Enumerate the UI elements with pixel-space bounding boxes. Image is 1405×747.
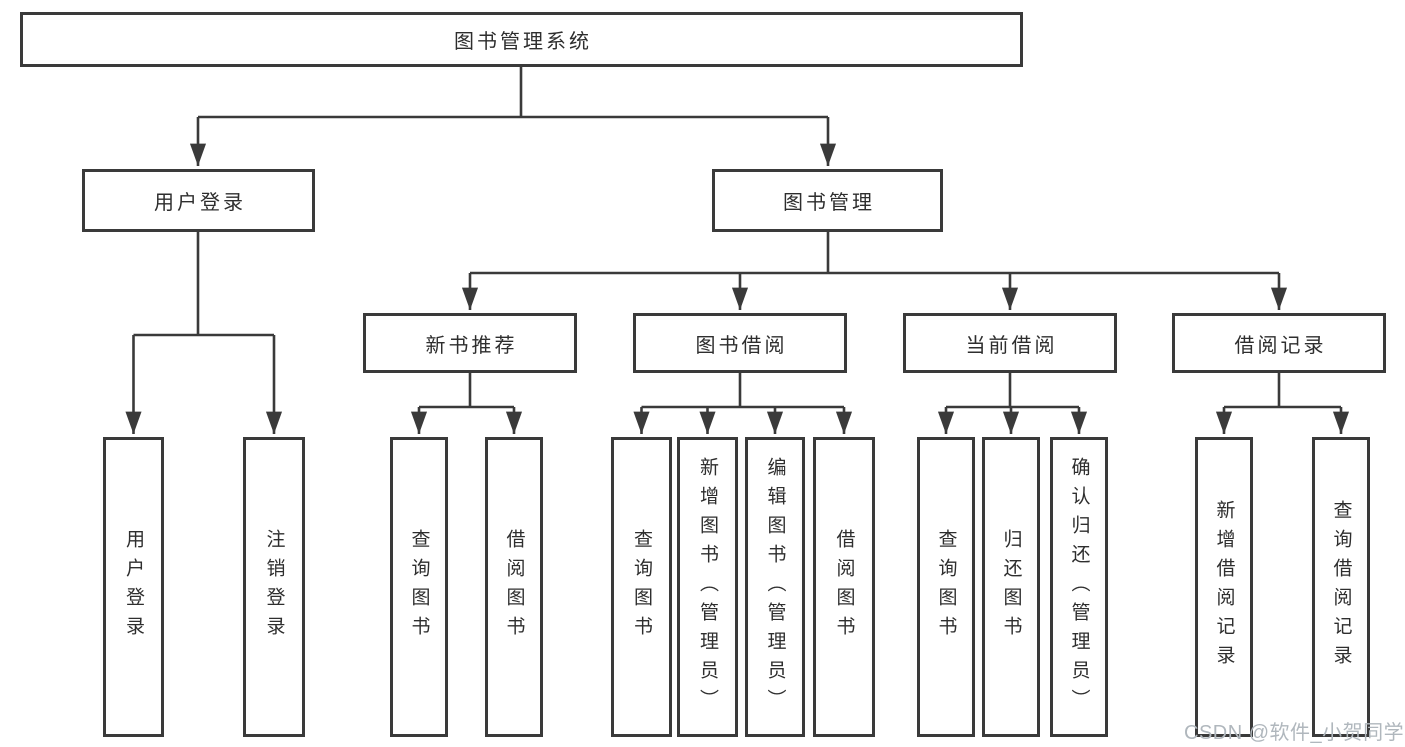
leaf-query-books-current-label: 查询图书 [935,529,957,645]
leaf-user-login: 用户登录 [103,437,164,737]
node-book-borrowing-label: 图书借阅 [695,334,788,357]
leaf-borrow-books-borrowing: 借阅图书 [813,437,875,737]
leaf-return-books: 归还图书 [982,437,1040,737]
node-new-book-recommend: 新书推荐 [363,313,577,373]
leaf-add-books-admin-label: 新增图书（管理员） [697,456,718,718]
node-current-borrowing-label: 当前借阅 [965,334,1058,357]
node-user-login-label: 用户登录 [154,192,246,214]
leaf-query-books-recommend-label: 查询图书 [408,529,430,645]
leaf-query-books-borrowing-label: 查询图书 [631,529,652,645]
leaf-query-books-recommend: 查询图书 [390,437,448,737]
leaf-return-books-label: 归还图书 [1000,529,1022,645]
leaf-borrow-books-recommend-label: 借阅图书 [503,529,525,645]
leaf-user-login-label: 用户登录 [123,529,144,645]
leaf-confirm-return-admin-label: 确认归还（管理员） [1068,456,1090,718]
csdn-watermark: CSDN @软件_小贺同学 [1184,722,1405,744]
leaf-query-books-borrowing: 查询图书 [611,437,672,737]
node-book-management: 图书管理 [712,169,943,232]
leaf-logout: 注销登录 [243,437,305,737]
leaf-confirm-return-admin: 确认归还（管理员） [1050,437,1108,737]
node-user-login: 用户登录 [82,169,315,232]
leaf-borrow-books-borrowing-label: 借阅图书 [833,529,855,645]
leaf-query-books-current: 查询图书 [917,437,975,737]
leaf-add-borrow-record: 新增借阅记录 [1195,437,1253,737]
leaf-edit-books-admin: 编辑图书（管理员） [745,437,805,737]
leaf-borrow-books-recommend: 借阅图书 [485,437,543,737]
node-root-label: 图书管理系统 [454,31,592,53]
node-book-borrowing: 图书借阅 [633,313,847,373]
leaf-add-borrow-record-label: 新增借阅记录 [1213,500,1235,674]
leaf-edit-books-admin-label: 编辑图书（管理员） [764,456,786,718]
node-borrowing-records: 借阅记录 [1172,313,1386,373]
leaf-query-borrow-record: 查询借阅记录 [1312,437,1370,737]
node-current-borrowing: 当前借阅 [903,313,1117,373]
leaf-logout-label: 注销登录 [263,529,285,645]
leaf-add-books-admin: 新增图书（管理员） [677,437,738,737]
leaf-query-borrow-record-label: 查询借阅记录 [1330,500,1352,674]
node-book-management-label: 图书管理 [783,192,875,214]
node-new-book-recommend-label: 新书推荐 [425,334,518,357]
node-root-system: 图书管理系统 [20,12,1023,67]
node-borrowing-records-label: 借阅记录 [1234,334,1327,357]
